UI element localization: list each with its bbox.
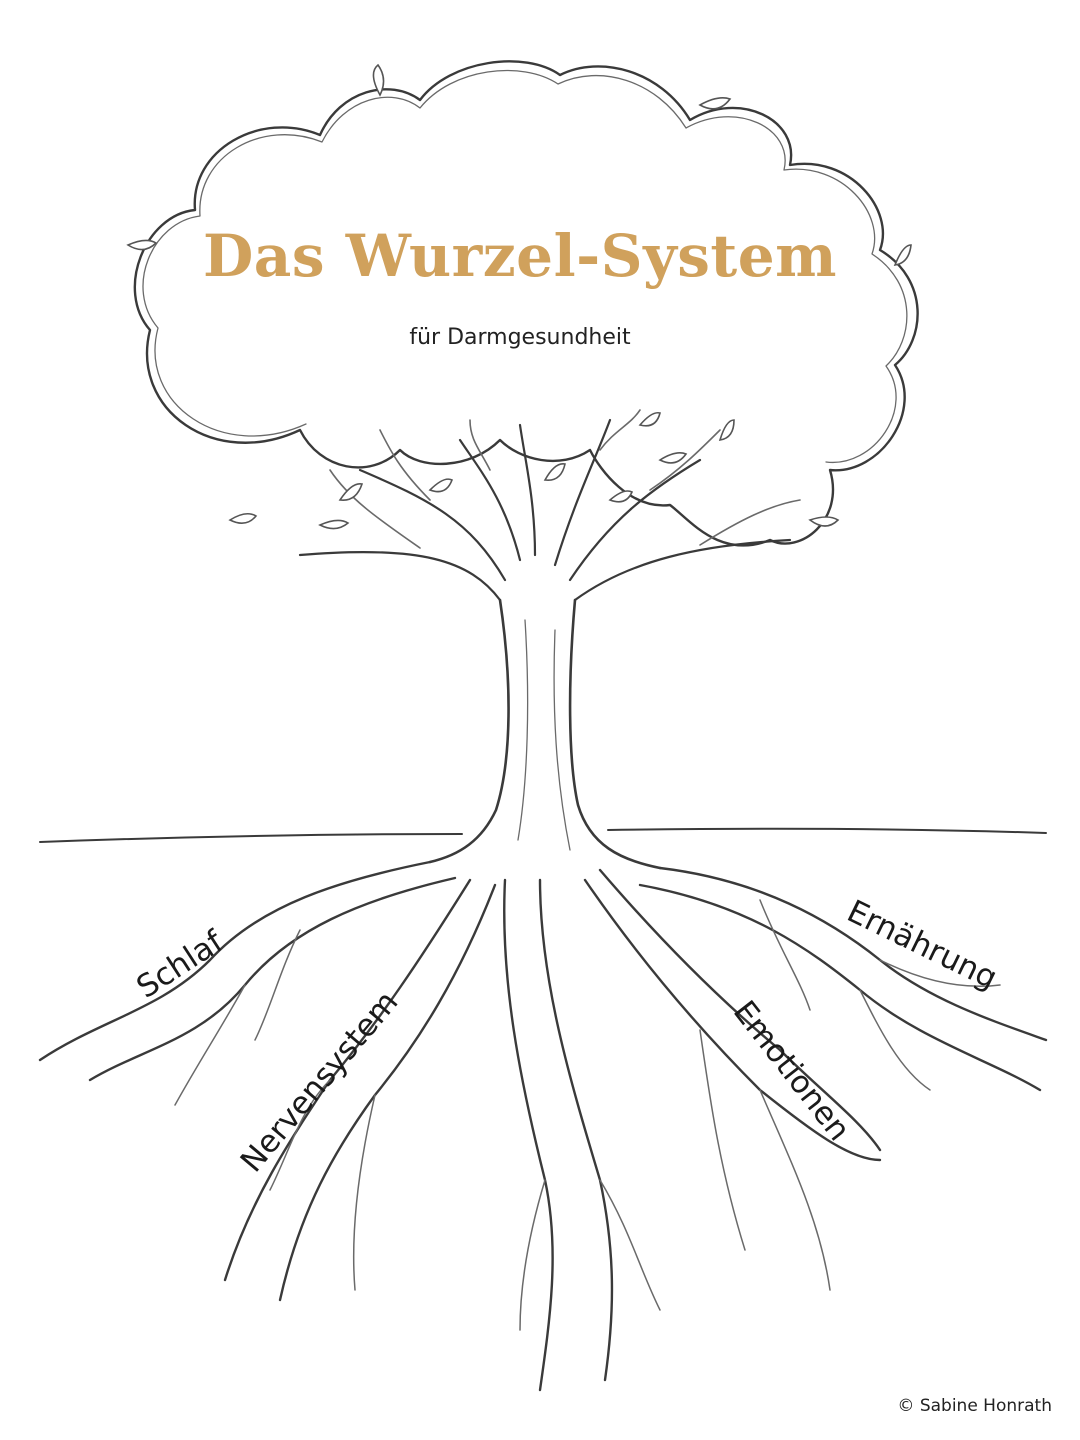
page-title: Das Wurzel-System	[203, 222, 837, 290]
tree-leaves	[126, 63, 912, 530]
tree-crown-outline	[133, 60, 919, 547]
tree-trunk-branches	[298, 409, 801, 870]
copyright-notice: © Sabine Honrath	[897, 1396, 1052, 1416]
tree-roots	[38, 860, 1048, 1392]
ground-line	[39, 827, 1047, 843]
page-subtitle: für Darmgesundheit	[409, 325, 631, 350]
